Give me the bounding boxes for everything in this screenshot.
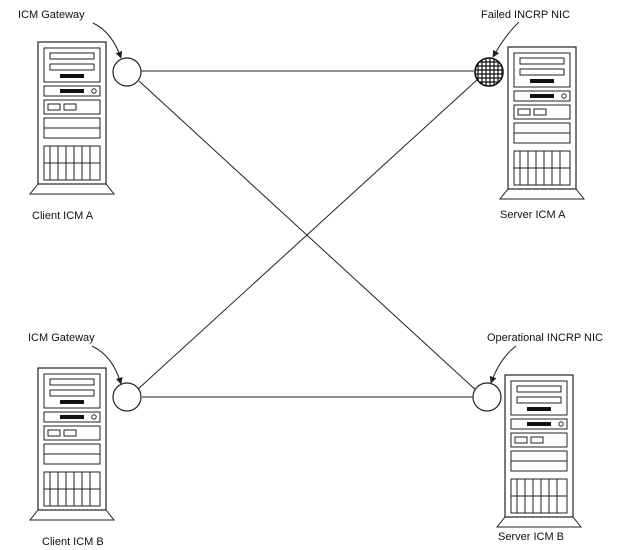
server-b-nic-label: Operational INCRP NIC	[487, 332, 603, 344]
client-icm-b-tower-icon	[29, 367, 115, 521]
client-icm-a-label: Client ICM A	[32, 210, 94, 222]
callout-arrow-server-a-nic	[492, 21, 520, 58]
client-a-gateway-nic-icon	[112, 57, 142, 87]
server-icm-a-tower-icon	[499, 46, 585, 200]
client-icm-b-label: Client ICM B	[42, 536, 104, 548]
server-icm-a-label: Server ICM A	[500, 209, 566, 221]
client-icm-a-tower-icon	[29, 41, 115, 195]
link-client-b-server-a	[136, 78, 479, 391]
callout-arrow-client-b-gateway	[91, 345, 123, 385]
server-a-nic-label: Failed INCRP NIC	[481, 9, 570, 21]
server-b-nic-icon	[472, 382, 502, 412]
client-a-gateway-label: ICM Gateway	[18, 9, 85, 21]
links	[136, 70, 480, 398]
server-icm-b-label: Server ICM B	[498, 531, 564, 543]
server-a-failed-nic-icon	[474, 57, 504, 87]
client-b-gateway-label: ICM Gateway	[28, 332, 95, 344]
callout-arrow-client-a-gateway	[92, 22, 123, 59]
link-client-a-server-b	[138, 80, 480, 394]
client-b-gateway-nic-icon	[112, 382, 142, 412]
server-icm-b-tower-icon	[496, 374, 582, 528]
callout-arrow-server-b-nic	[489, 345, 517, 384]
